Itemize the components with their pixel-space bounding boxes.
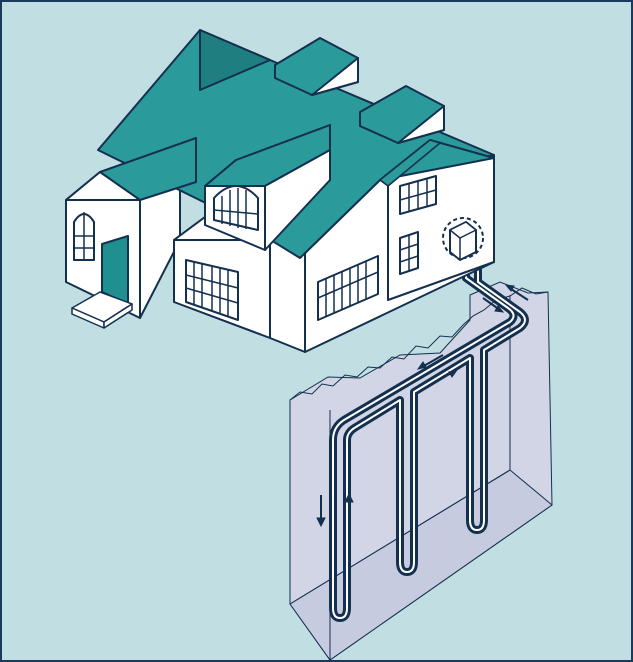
window-right-lower — [400, 232, 418, 274]
window-arched-left — [74, 212, 94, 260]
